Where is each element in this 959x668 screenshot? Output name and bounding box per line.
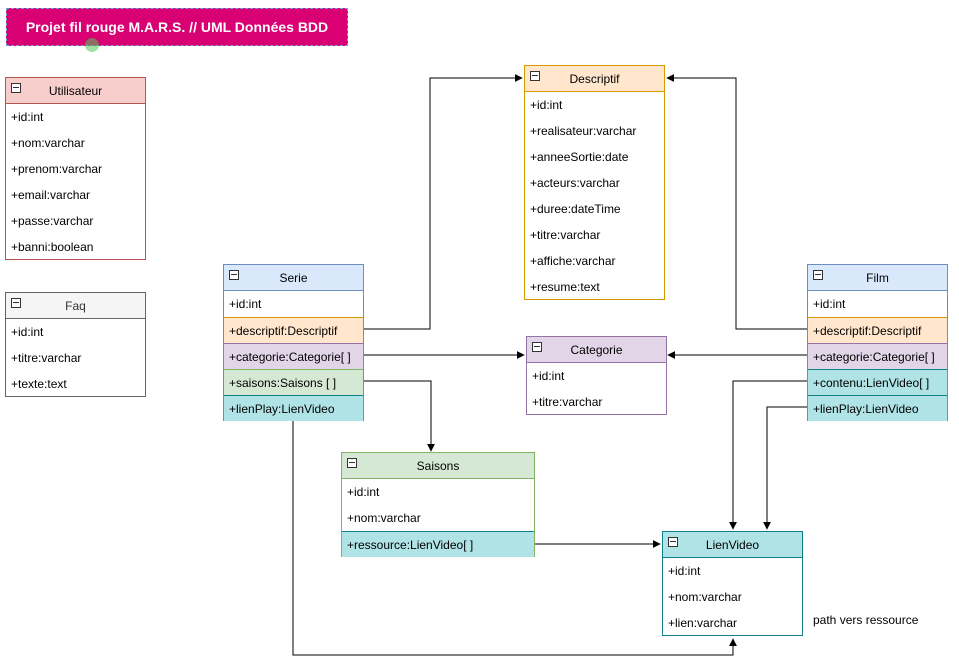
class-field: +lienPlay:LienVideo xyxy=(224,395,363,421)
class-utilisateur[interactable]: Utilisateur +id:int +nom:varchar +prenom… xyxy=(5,77,146,260)
class-field: +duree:dateTime xyxy=(530,202,621,216)
class-name: Film xyxy=(866,270,889,285)
class-field: +id:int xyxy=(532,369,565,383)
collapse-icon[interactable] xyxy=(813,270,823,280)
class-field: +titre:varchar xyxy=(11,351,82,365)
class-field: +nom:varchar xyxy=(668,590,742,604)
path-note-label[interactable]: path vers ressource xyxy=(813,613,919,627)
class-film[interactable]: Film +id:int +descriptif:Descriptif +cat… xyxy=(807,264,948,421)
class-lienvideo[interactable]: LienVideo +id:int +nom:varchar +lien:var… xyxy=(662,531,803,636)
class-header[interactable]: Faq xyxy=(6,293,145,319)
class-field: +saisons:Saisons [ ] xyxy=(224,369,363,395)
class-serie[interactable]: Serie +id:int +descriptif:Descriptif +ca… xyxy=(223,264,364,421)
class-field: +id:int xyxy=(229,297,262,311)
class-header[interactable]: Serie xyxy=(224,265,363,291)
class-field: +categorie:Categorie[ ] xyxy=(224,343,363,369)
class-field: +contenu:LienVideo[ ] xyxy=(808,369,947,395)
class-descriptif[interactable]: Descriptif +id:int +realisateur:varchar … xyxy=(524,65,665,300)
class-field: +descriptif:Descriptif xyxy=(224,317,363,343)
class-name: Saisons xyxy=(416,458,460,473)
class-categorie[interactable]: Categorie +id:int +titre:varchar xyxy=(526,336,667,415)
class-field: +ressource:LienVideo[ ] xyxy=(342,531,534,557)
class-saisons[interactable]: Saisons +id:int +nom:varchar +ressource:… xyxy=(341,452,535,557)
class-field: +nom:varchar xyxy=(347,511,421,525)
selection-handle-icon[interactable] xyxy=(85,38,99,52)
class-name: Serie xyxy=(279,270,308,285)
class-field: +email:varchar xyxy=(11,188,91,202)
edge-film-lienplay-lienvideo[interactable] xyxy=(763,406,807,530)
class-field: +lienPlay:LienVideo xyxy=(808,395,947,421)
class-field: +titre:varchar xyxy=(530,228,601,242)
class-header[interactable]: Descriptif xyxy=(525,66,664,92)
class-field: +id:int xyxy=(347,485,380,499)
edge-serie-saisons[interactable] xyxy=(363,380,435,452)
collapse-icon[interactable] xyxy=(229,270,239,280)
collapse-icon[interactable] xyxy=(11,83,21,93)
class-faq[interactable]: Faq +id:int +titre:varchar +texte:text xyxy=(5,292,146,397)
collapse-icon[interactable] xyxy=(11,298,21,308)
class-field: +texte:text xyxy=(11,377,67,391)
class-field: +id:int xyxy=(530,98,563,112)
class-name: Faq xyxy=(65,298,86,313)
edge-film-contenu-lienvideo[interactable] xyxy=(729,380,807,530)
edge-serie-descriptif[interactable] xyxy=(363,74,523,330)
class-field: +descriptif:Descriptif xyxy=(808,317,947,343)
class-field: +id:int xyxy=(11,110,44,124)
class-name: Categorie xyxy=(570,342,623,357)
class-field: +id:int xyxy=(813,297,846,311)
edge-serie-lienplay-lienvideo[interactable] xyxy=(292,420,737,656)
class-header[interactable]: Categorie xyxy=(527,337,666,363)
class-field: +id:int xyxy=(668,564,701,578)
class-field: +resume:text xyxy=(530,280,600,294)
collapse-icon[interactable] xyxy=(532,342,542,352)
class-header[interactable]: Saisons xyxy=(342,453,534,479)
class-header[interactable]: Film xyxy=(808,265,947,291)
class-field: +affiche:varchar xyxy=(530,254,616,268)
class-field: +realisateur:varchar xyxy=(530,124,637,138)
collapse-icon[interactable] xyxy=(530,71,540,81)
diagram-title: Projet fil rouge M.A.R.S. // UML Données… xyxy=(6,8,348,46)
class-name: LienVideo xyxy=(705,537,760,552)
class-field: +nom:varchar xyxy=(11,136,85,150)
class-name: Utilisateur xyxy=(48,83,103,98)
collapse-icon[interactable] xyxy=(347,458,357,468)
class-field: +lien:varchar xyxy=(668,616,738,630)
class-header[interactable]: Utilisateur xyxy=(6,78,145,104)
class-field: +categorie:Categorie[ ] xyxy=(808,343,947,369)
class-field: +acteurs:varchar xyxy=(530,176,620,190)
class-field: +anneeSortie:date xyxy=(530,150,629,164)
class-header[interactable]: LienVideo xyxy=(663,532,802,558)
class-field: +titre:varchar xyxy=(532,395,603,409)
collapse-icon[interactable] xyxy=(668,537,678,547)
class-field: +passe:varchar xyxy=(11,214,94,228)
edge-film-descriptif[interactable] xyxy=(666,74,807,330)
class-field: +prenom:varchar xyxy=(11,162,103,176)
class-field: +banni:boolean xyxy=(11,240,94,254)
class-name: Descriptif xyxy=(569,71,620,86)
class-field: +id:int xyxy=(11,325,44,339)
